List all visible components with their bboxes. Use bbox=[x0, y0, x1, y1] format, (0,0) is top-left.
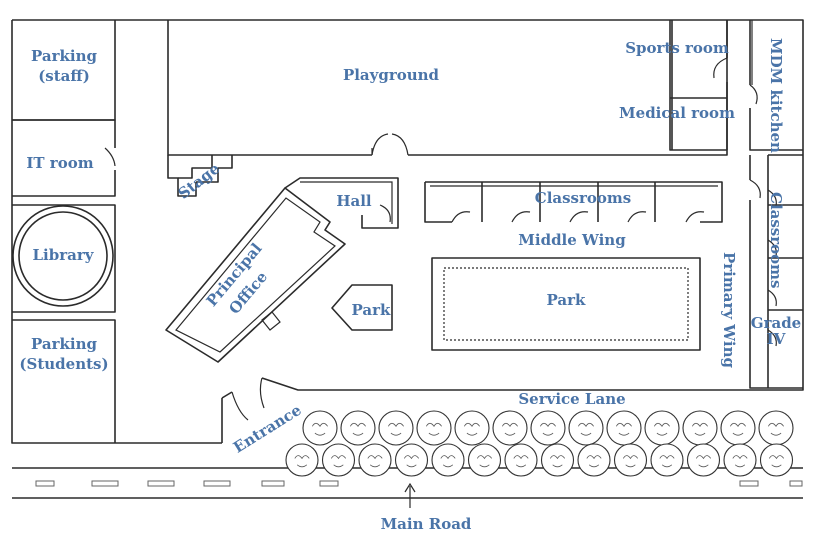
label-library: Library bbox=[33, 246, 95, 264]
stage-structure bbox=[167, 155, 233, 197]
label-grade-iv: IV bbox=[767, 330, 786, 348]
label-parking-staff: Parking bbox=[31, 47, 97, 65]
tree-icon bbox=[504, 443, 538, 477]
tree-row bbox=[285, 410, 794, 477]
hall-building bbox=[284, 177, 399, 229]
label-medical-room: Medical room bbox=[619, 104, 735, 122]
tree-icon bbox=[530, 410, 566, 446]
tree-icon bbox=[285, 443, 319, 477]
school-boundary bbox=[11, 19, 804, 444]
principal-office-building bbox=[165, 187, 346, 363]
label-park-large: Park bbox=[547, 291, 586, 309]
it-room-building bbox=[12, 119, 116, 197]
tree-icon bbox=[540, 443, 575, 477]
tree-icon bbox=[492, 410, 528, 446]
tree-icon bbox=[340, 410, 376, 446]
label-park-small: Park bbox=[352, 301, 391, 319]
label-mdm-kitchen: MDM kitchen bbox=[767, 38, 785, 153]
tree-icon bbox=[606, 410, 642, 446]
parking-students-area bbox=[12, 319, 116, 443]
tree-icon bbox=[378, 410, 414, 446]
tree-icon bbox=[644, 410, 680, 446]
primary-wing-building bbox=[749, 154, 803, 389]
label-service-lane: Service Lane bbox=[518, 390, 625, 408]
label-main-road: Main Road bbox=[381, 515, 472, 533]
tree-icon bbox=[720, 410, 756, 446]
tree-icon bbox=[613, 443, 648, 477]
tree-icon bbox=[302, 410, 338, 446]
label-parking-staff-sub: (staff) bbox=[38, 67, 90, 85]
label-playground: Playground bbox=[343, 66, 440, 84]
tree-icon bbox=[321, 443, 356, 477]
tree-icon bbox=[723, 443, 757, 477]
tree-icon bbox=[682, 410, 718, 446]
small-park-area bbox=[331, 284, 393, 331]
label-it-room: IT room bbox=[26, 154, 93, 172]
label-sports-room: Sports room bbox=[625, 39, 729, 57]
label-grade: Grade bbox=[751, 314, 801, 332]
large-park-area bbox=[431, 257, 701, 351]
tree-icon bbox=[358, 443, 392, 477]
tree-icon bbox=[577, 443, 611, 477]
entrance-gate bbox=[221, 377, 265, 443]
label-middle-wing: Middle Wing bbox=[518, 231, 626, 249]
tree-icon bbox=[650, 443, 684, 477]
tree-icon bbox=[467, 443, 502, 477]
sports-medical-block bbox=[669, 20, 728, 151]
tree-icon bbox=[416, 410, 452, 446]
label-classrooms-primary: Classrooms bbox=[767, 192, 785, 288]
label-stage: Stage bbox=[175, 159, 224, 202]
tree-icon bbox=[394, 443, 429, 477]
label-parking-students-sub: (Students) bbox=[19, 355, 108, 373]
middle-wing-building bbox=[424, 181, 723, 223]
label-classrooms-middle: Classrooms bbox=[535, 189, 631, 207]
tree-icon bbox=[758, 410, 794, 446]
tree-icon bbox=[431, 443, 465, 477]
tree-icon bbox=[454, 410, 490, 446]
label-primary-wing: Primary Wing bbox=[720, 252, 738, 368]
library-building bbox=[12, 204, 116, 313]
label-hall: Hall bbox=[336, 192, 372, 210]
tree-icon bbox=[759, 443, 794, 477]
tree-icon bbox=[686, 443, 721, 477]
tree-icon bbox=[568, 410, 604, 446]
mdm-kitchen-building bbox=[749, 20, 803, 151]
label-parking-students: Parking bbox=[31, 335, 97, 353]
